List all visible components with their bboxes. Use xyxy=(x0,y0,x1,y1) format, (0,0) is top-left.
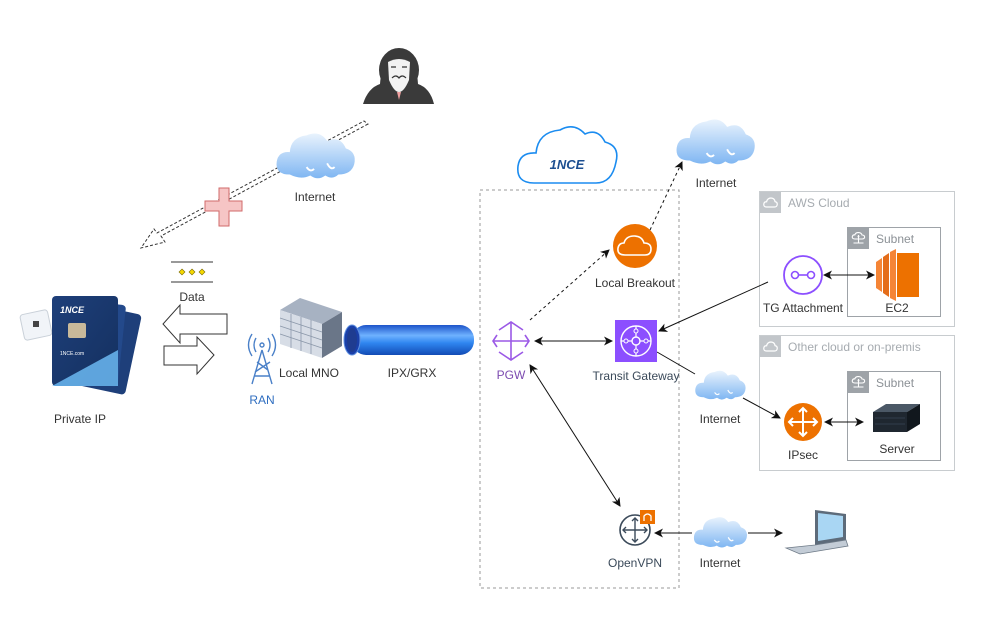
radio-tower-icon xyxy=(247,333,277,385)
cloud-icon xyxy=(760,336,781,357)
ec2-label: EC2 xyxy=(885,301,909,315)
data-token-icon xyxy=(171,261,213,283)
group-title: AWS Cloud xyxy=(788,196,850,210)
ipsec-router-icon xyxy=(784,403,822,441)
internet-ipsec-cloud xyxy=(694,370,747,401)
breakout-to-internet-link xyxy=(649,161,683,231)
internet-breakout-label: Internet xyxy=(695,176,737,190)
server-icon xyxy=(873,404,920,432)
sim-url: 1NCE.com xyxy=(60,351,84,357)
ipsec-label: IPsec xyxy=(787,448,819,462)
internet-vpn-label: Internet xyxy=(699,556,741,570)
openvpn-icon xyxy=(619,510,655,546)
1nce-boundary xyxy=(479,189,680,589)
subnet-icon xyxy=(848,228,869,249)
internet-ipsec-label: Internet xyxy=(699,412,741,426)
ipx-grx-label: IPX/GRX xyxy=(387,366,437,380)
group-title: Subnet xyxy=(876,376,915,390)
local-breakout-icon xyxy=(613,224,657,268)
group-title: Subnet xyxy=(876,232,915,246)
local-breakout-label: Local Breakout xyxy=(594,276,676,290)
tg-attachment-label: TG Attachment xyxy=(762,301,844,315)
blocked-attack-arrow xyxy=(139,120,369,249)
tgw-to-internet-link xyxy=(656,351,696,375)
internet-to-ipsec-link xyxy=(742,397,781,419)
local-mno-label: Local MNO xyxy=(278,366,340,380)
data-label: Data xyxy=(179,290,205,304)
data-arrows-icon xyxy=(162,303,228,376)
subnet-icon xyxy=(848,372,869,393)
tg-attachment-icon xyxy=(783,255,823,295)
pgw-to-openvpn-link xyxy=(529,364,621,507)
cloud-icon xyxy=(760,192,781,213)
private-ip-label: Private IP xyxy=(53,412,107,426)
openvpn-label: OpenVPN xyxy=(607,556,663,570)
internet-top-label: Internet xyxy=(294,190,336,204)
ran-label: RAN xyxy=(249,393,275,407)
brand-text: 1NCE xyxy=(550,157,585,172)
pipe-icon xyxy=(343,324,474,356)
sim-brand: 1NCE xyxy=(60,305,85,315)
pgw-label: PGW xyxy=(496,368,526,382)
sim-card-icon: 1NCE 1NCE.com xyxy=(19,296,142,395)
group-title: Other cloud or on-premis xyxy=(788,340,921,354)
blocked-cross-icon xyxy=(204,187,243,227)
tgw-to-tg-attachment-link xyxy=(658,281,769,332)
pgw-icon xyxy=(492,321,530,361)
laptop-icon xyxy=(784,510,849,555)
1nce-cloud-logo: 1NCE xyxy=(517,126,618,184)
transit-gateway-label: Transit Gateway xyxy=(592,369,680,383)
internet-vpn-cloud xyxy=(693,516,748,549)
server-label: Server xyxy=(879,442,915,456)
internet-top-cloud xyxy=(275,132,356,180)
server-rack-icon xyxy=(279,298,342,358)
transit-gateway-icon xyxy=(615,320,657,362)
internet-breakout-cloud xyxy=(675,118,756,166)
ec2-icon xyxy=(876,249,919,301)
hacker-icon xyxy=(363,48,434,104)
